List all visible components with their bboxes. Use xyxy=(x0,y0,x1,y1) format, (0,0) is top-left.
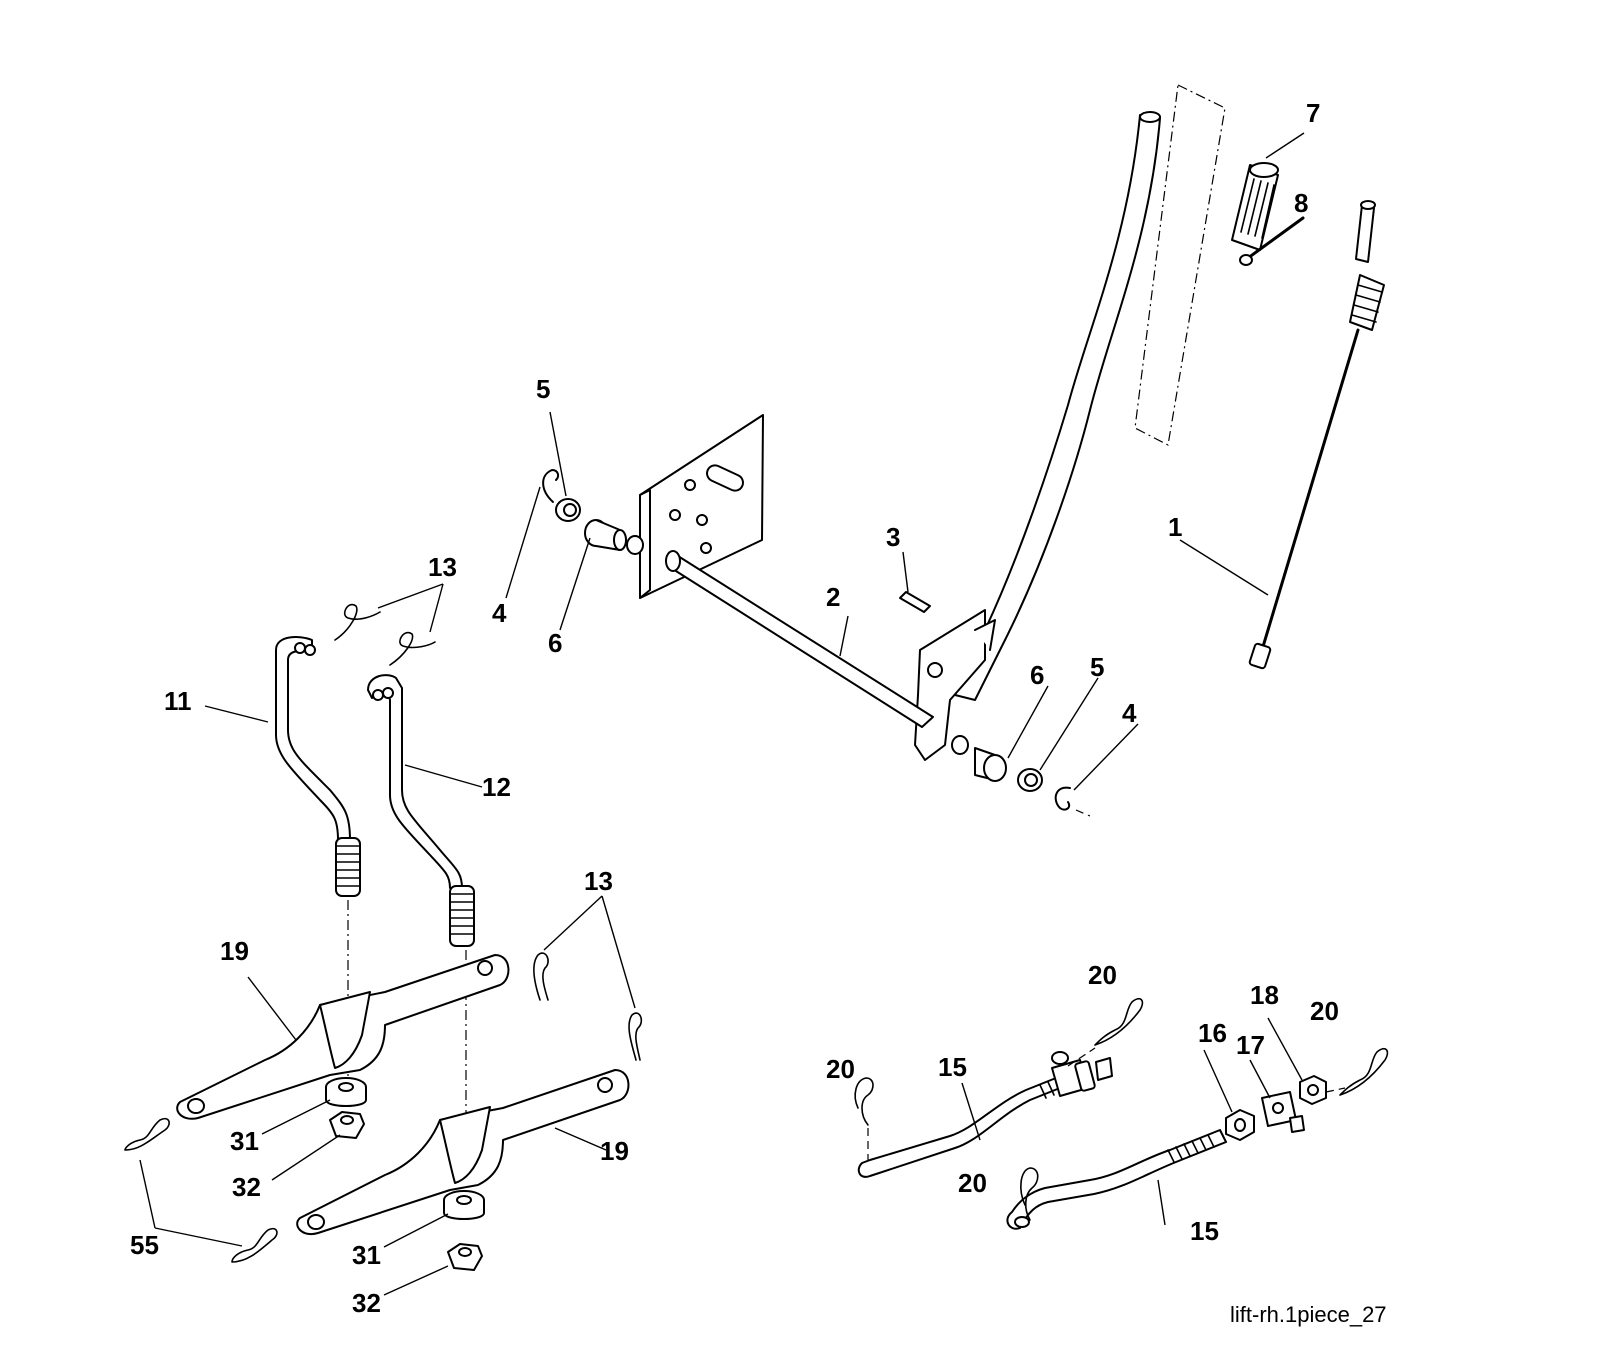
callout-20-b: 20 xyxy=(1088,960,1117,990)
callout-16: 16 xyxy=(1198,1018,1227,1048)
washer-5-right xyxy=(1017,768,1043,792)
callout-20-c: 20 xyxy=(1310,996,1339,1026)
grip-outline-dashed xyxy=(1134,84,1226,446)
nut-32-upper xyxy=(329,1111,365,1139)
callout-1: 1 xyxy=(1168,512,1182,542)
spring-rod-1 xyxy=(1248,200,1385,670)
callout-19-upper: 19 xyxy=(220,936,249,966)
e-clip-4-right xyxy=(1054,786,1071,811)
callout-31-upper: 31 xyxy=(230,1126,259,1156)
nut-18 xyxy=(1299,1075,1327,1105)
hairpin-clip-20-a xyxy=(854,1077,874,1126)
roll-pin-3 xyxy=(899,591,931,613)
callout-6-left: 6 xyxy=(548,628,562,658)
callout-55: 55 xyxy=(130,1230,159,1260)
lift-lever-bracket xyxy=(914,609,996,761)
lift-link-11 xyxy=(275,636,361,897)
handle-grip-7 xyxy=(1231,162,1279,251)
callout-5-right: 5 xyxy=(1090,652,1104,682)
callout-labels: 1 2 3 4 4 5 5 6 6 7 8 11 12 13 13 15 15 … xyxy=(130,98,1339,1318)
e-clip-4-left xyxy=(542,469,560,503)
hairpin-clip-20-b xyxy=(1094,998,1144,1046)
callout-3: 3 xyxy=(886,522,900,552)
lift-link-12 xyxy=(367,674,475,947)
callout-32-upper: 32 xyxy=(232,1172,261,1202)
trunnion-17 xyxy=(1261,1091,1305,1133)
callout-20-d: 20 xyxy=(958,1168,987,1198)
callout-7: 7 xyxy=(1306,98,1320,128)
callout-13-top: 13 xyxy=(428,552,457,582)
bushing-6-right xyxy=(974,747,1007,782)
callout-17: 17 xyxy=(1236,1030,1265,1060)
callout-15-lower: 15 xyxy=(1190,1216,1219,1246)
hairpin-clip-13-top-2 xyxy=(389,631,436,666)
callout-12: 12 xyxy=(482,772,511,802)
hairpin-clip-20-d xyxy=(1020,1167,1039,1221)
adjust-rod-15-upper xyxy=(857,1077,1063,1178)
callout-13-mid: 13 xyxy=(584,866,613,896)
callout-19-lower: 19 xyxy=(600,1136,629,1166)
callout-18: 18 xyxy=(1250,980,1279,1010)
hairpin-clip-13-top-1 xyxy=(334,603,381,641)
screw-8 xyxy=(1239,216,1305,266)
washer-5-left xyxy=(555,498,581,522)
callout-6-right: 6 xyxy=(1030,660,1044,690)
hairpin-clip-13-mid-2 xyxy=(628,1012,643,1061)
callout-8: 8 xyxy=(1294,188,1308,218)
nut-32-lower xyxy=(447,1243,483,1271)
lift-arm-19-upper xyxy=(176,954,510,1120)
cross-shaft-2 xyxy=(626,535,969,755)
bushing-6-left xyxy=(584,519,627,551)
callout-20-a: 20 xyxy=(826,1054,855,1084)
adjust-rod-15-lower xyxy=(1006,1129,1227,1230)
leader-lines xyxy=(139,132,1305,1296)
diagram-caption: lift-rh.1piece_27 xyxy=(1230,1302,1387,1327)
spacer-31-lower xyxy=(443,1190,485,1220)
callout-32-lower: 32 xyxy=(352,1288,381,1318)
callout-15-upper: 15 xyxy=(938,1052,967,1082)
callout-31-lower: 31 xyxy=(352,1240,381,1270)
callout-11: 11 xyxy=(164,686,192,716)
callout-5-left: 5 xyxy=(536,374,550,404)
callout-4-right: 4 xyxy=(1122,698,1137,728)
trunnion-nut-block-upper xyxy=(1051,1051,1113,1097)
callout-4-left: 4 xyxy=(492,598,507,628)
nut-16 xyxy=(1225,1109,1255,1141)
spacer-31-upper xyxy=(325,1077,367,1107)
lift-arm-19-lower xyxy=(296,1069,630,1236)
hairpin-clip-13-mid-1 xyxy=(533,952,549,1001)
hairpin-clip-55-lower xyxy=(231,1227,278,1263)
hairpin-clip-20-c xyxy=(1339,1048,1389,1096)
callout-2: 2 xyxy=(826,582,840,612)
hairpin-clip-55-upper xyxy=(124,1117,170,1151)
